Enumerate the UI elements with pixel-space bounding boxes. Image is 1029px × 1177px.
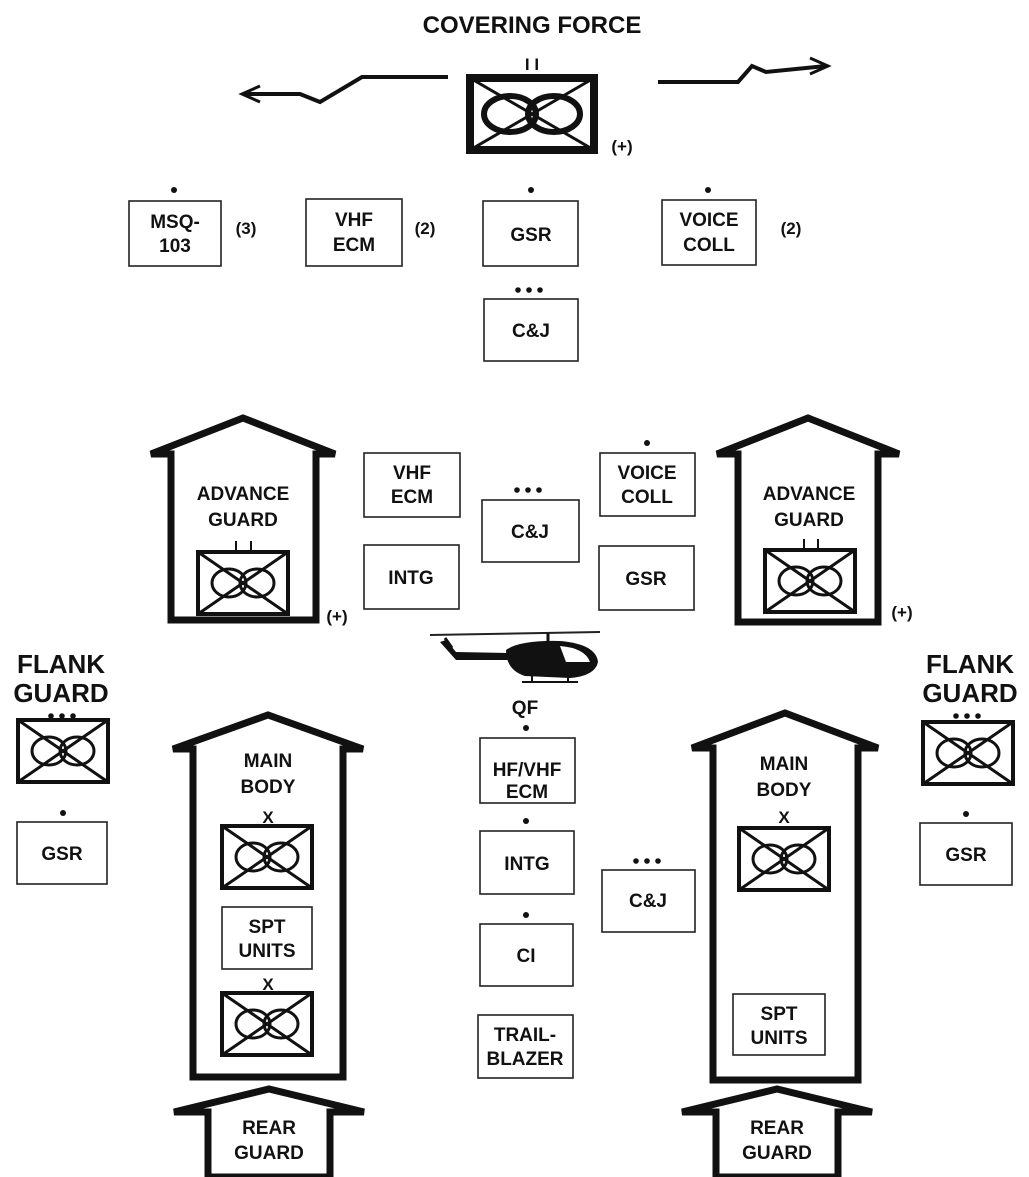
flank-left-gsr-label: GSR: [41, 844, 82, 865]
platoon-dots: [514, 487, 542, 493]
reinforced-marker: (+): [326, 607, 347, 626]
advance-guard-left-title: ADVANCE: [197, 484, 290, 505]
main-body-left-title2: BODY: [241, 777, 296, 798]
platoon-dots: [953, 713, 981, 719]
cavalry-unit-icon: [923, 722, 1013, 784]
rear-guard-left-title2: GUARD: [234, 1143, 304, 1164]
team-dot: [705, 187, 711, 193]
cavalry-unit-icon: [222, 993, 312, 1055]
rear-guard-left-title: REAR: [242, 1118, 296, 1139]
flank-guard-right-title: FLANK: [926, 649, 1014, 679]
center-ci-label: CI: [517, 946, 536, 967]
diagram-title: COVERING FORCE: [423, 12, 642, 39]
adv-voice-coll-label1: VOICE: [617, 463, 676, 484]
platoon-dots: [48, 713, 76, 719]
team-dot: [644, 440, 650, 446]
flank-guard-left-title2: GUARD: [13, 678, 108, 708]
vhf-ecm-label-line1: VHF: [335, 210, 373, 231]
vhf-ecm-label-line2: ECM: [333, 235, 375, 256]
lightning-arrow-icon: [658, 58, 828, 82]
cavalry-unit-icon: [739, 828, 829, 890]
team-dot: [963, 811, 969, 817]
hf-vhf-ecm-label1: HF/VHF: [493, 760, 562, 781]
platoon-dots: [633, 858, 661, 864]
qf-label: QF: [512, 698, 538, 719]
flank-right-gsr-label: GSR: [945, 845, 986, 866]
adv-gsr-label: GSR: [625, 569, 666, 590]
echelon-marker: I I: [525, 55, 539, 74]
main-left-spt-label1: SPT: [249, 917, 286, 938]
advance-guard-right-title2: GUARD: [774, 510, 844, 531]
center-cj-label: C&J: [629, 891, 667, 912]
voice-coll-label-line2: COLL: [683, 235, 735, 256]
gsr-label: GSR: [510, 225, 551, 246]
cavalry-unit-icon: [18, 720, 108, 782]
rear-guard-right-title: REAR: [750, 1118, 804, 1139]
cj-label: C&J: [512, 321, 550, 342]
advance-guard-right-title: ADVANCE: [763, 484, 856, 505]
platoon-dots: [515, 287, 543, 293]
hf-vhf-ecm-label2: ECM: [506, 782, 548, 803]
reinforced-marker: (+): [611, 137, 632, 156]
voice-coll-count: (2): [781, 219, 802, 238]
main-body-right-title: MAIN: [760, 754, 809, 775]
adv-cj-label: C&J: [511, 522, 549, 543]
flank-guard-left-title: FLANK: [17, 649, 105, 679]
vhf-ecm-count: (2): [415, 219, 436, 238]
adv-voice-coll-label2: COLL: [621, 487, 673, 508]
covering-force-unit-icon: [470, 78, 594, 150]
trailblazer-label1: TRAIL-: [494, 1025, 556, 1046]
flank-guard-right-title2: GUARD: [922, 678, 1017, 708]
trailblazer-label2: BLAZER: [486, 1049, 563, 1070]
team-dot: [528, 187, 534, 193]
team-dot: [523, 725, 529, 731]
cavalry-unit-icon: [222, 826, 312, 888]
brigade-marker: X: [778, 808, 790, 827]
lightning-arrow-icon: [242, 77, 448, 102]
msq-label-line1: MSQ-: [150, 212, 200, 233]
rear-guard-right-title2: GUARD: [742, 1143, 812, 1164]
main-left-spt-label2: UNITS: [239, 941, 296, 962]
team-dot: [171, 187, 177, 193]
adv-vhf-ecm-label1: VHF: [393, 463, 431, 484]
main-right-spt-label1: SPT: [761, 1004, 798, 1025]
cavalry-unit-icon: [198, 552, 288, 614]
main-body-right-title2: BODY: [757, 780, 812, 801]
main-body-left-title: MAIN: [244, 751, 293, 772]
team-dot: [60, 810, 66, 816]
center-intg-label: INTG: [504, 854, 549, 875]
adv-vhf-ecm-label2: ECM: [391, 487, 433, 508]
msq-label-line2: 103: [159, 236, 191, 257]
voice-coll-label-line1: VOICE: [679, 210, 738, 231]
team-dot: [523, 818, 529, 824]
msq-count: (3): [236, 219, 257, 238]
reinforced-marker: (+): [891, 603, 912, 622]
cavalry-unit-icon: [765, 550, 855, 612]
main-right-spt-label2: UNITS: [751, 1028, 808, 1049]
advance-guard-left-title2: GUARD: [208, 510, 278, 531]
helicopter-icon: [430, 632, 600, 682]
adv-intg-label: INTG: [388, 568, 433, 589]
team-dot: [523, 912, 529, 918]
